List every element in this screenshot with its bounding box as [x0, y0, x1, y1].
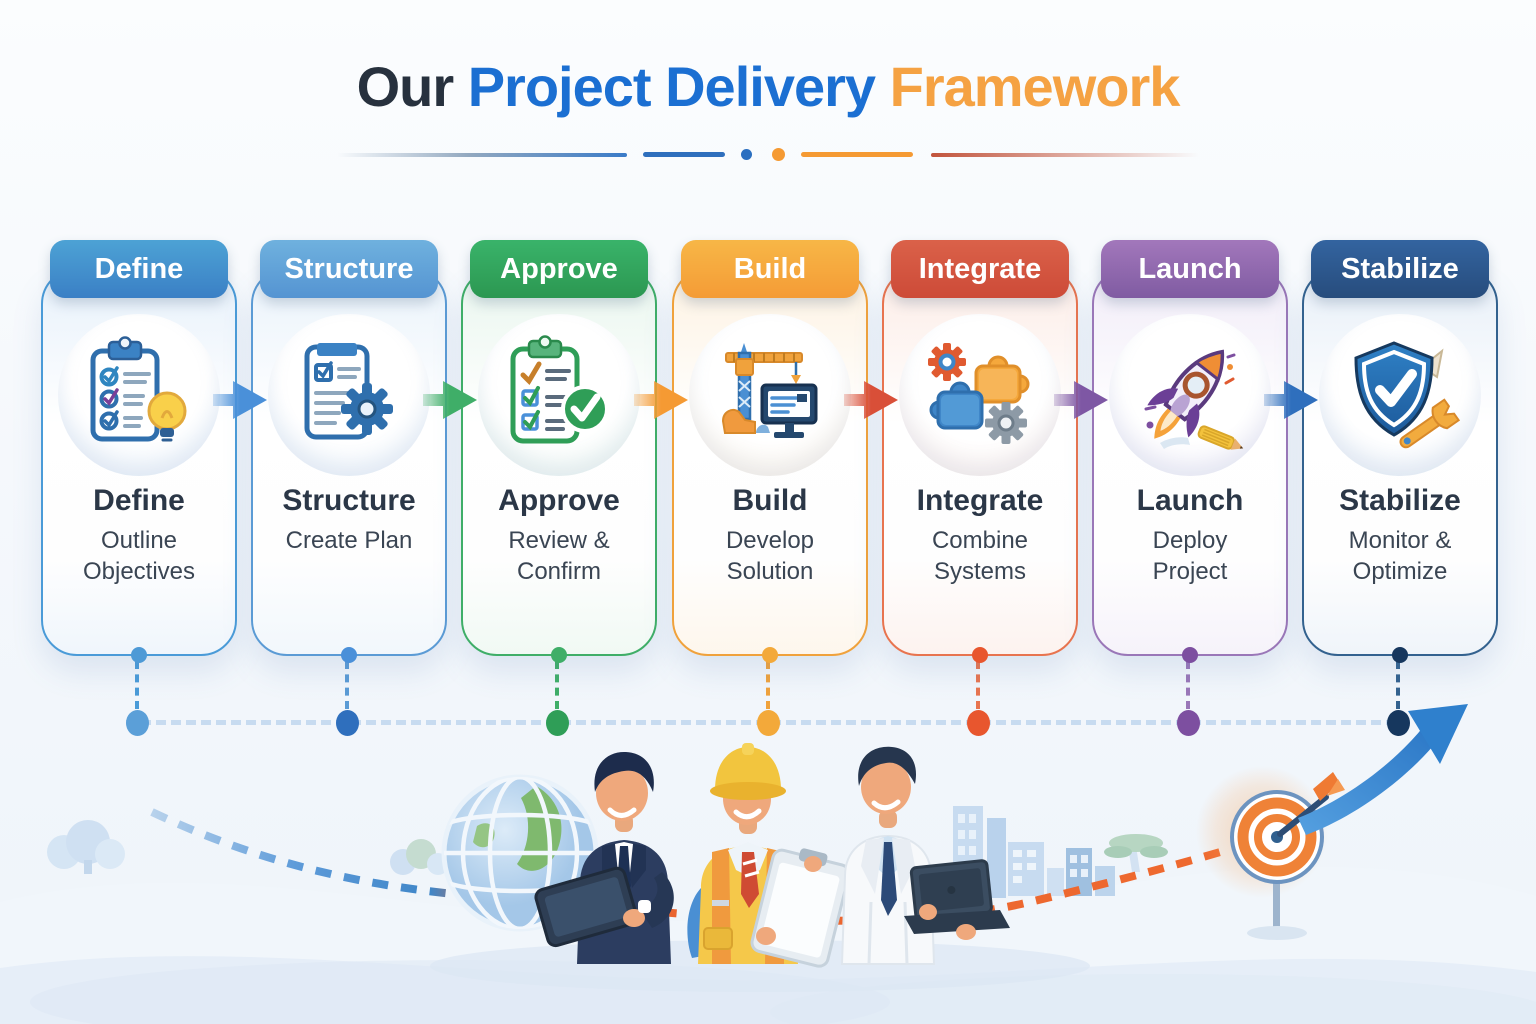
snow-hills: [0, 866, 1536, 1024]
stage-subtitle: Outline Objectives: [82, 527, 196, 585]
rocket-icon: [1109, 314, 1271, 476]
stage-connector-dot: [1392, 647, 1408, 663]
stage-subtitle: Create Plan: [285, 527, 413, 554]
stage-header-define: Define: [50, 240, 228, 298]
stage-connector-dot: [341, 647, 357, 663]
flow-arrow-icon: [1263, 372, 1323, 428]
scientist-with-laptop: [840, 746, 1010, 965]
stage-title: Stabilize: [1339, 484, 1461, 517]
stage-title: Structure: [282, 484, 416, 517]
title-emphasis: Project Delivery: [467, 55, 876, 118]
timeline-drop-line: [555, 661, 559, 709]
construction-worker-with-clipboard: [687, 743, 851, 968]
timeline-drop-line: [345, 661, 349, 709]
stage-title: Launch: [1136, 484, 1244, 517]
businessman-with-tablet: [534, 751, 674, 964]
stage-connector-dot: [972, 647, 988, 663]
stage-header-launch: Launch: [1101, 240, 1279, 298]
timeline-dot-build: [756, 710, 780, 736]
page-title: Our Project Delivery Framework: [0, 54, 1536, 119]
stage-header-build: Build: [681, 240, 859, 298]
stage-connector-dot: [762, 647, 778, 663]
stage-title: Integrate: [916, 484, 1044, 517]
timeline-dot-launch: [1176, 710, 1200, 736]
title-divider: [337, 148, 1199, 161]
timeline-dot-structure: [335, 710, 359, 736]
stage-title: Define: [93, 484, 185, 517]
timeline-drop-line: [135, 661, 139, 709]
divider-dot-orange: [772, 148, 785, 161]
divider-segment: [931, 152, 1199, 157]
stage-header-stabilize: Stabilize: [1311, 240, 1489, 298]
stage-connector-dot: [131, 647, 147, 663]
divider-segment: [801, 152, 913, 157]
stage-title: Build: [732, 484, 808, 517]
timeline-drop-line: [766, 661, 770, 709]
growth-arrow-icon: [1298, 704, 1468, 835]
stage-subtitle: Deploy Project: [1152, 527, 1228, 585]
title-prefix: Our: [356, 55, 455, 118]
crane-monitor-icon: [689, 314, 851, 476]
trees-bushes: [47, 820, 449, 875]
timeline-dot-approve: [545, 710, 569, 736]
flow-arrow-icon: [843, 372, 903, 428]
title-suffix: Framework: [889, 55, 1181, 118]
stage-header-approve: Approve: [470, 240, 648, 298]
timeline-drop-line: [976, 661, 980, 709]
timeline-dot-integrate: [966, 710, 990, 736]
timeline-dot-stabilize: [1386, 710, 1410, 736]
stage-subtitle: Develop Solution: [725, 527, 815, 585]
document-gear-icon: [268, 314, 430, 476]
flow-arrow-icon: [212, 372, 272, 428]
clipboard-checklist-lightbulb-icon: [58, 314, 220, 476]
timeline-drop-line: [1186, 661, 1190, 709]
puzzle-gears-icon: [899, 314, 1061, 476]
stage-title: Approve: [498, 484, 620, 517]
flow-arrow-icon: [1053, 372, 1113, 428]
divider-segment: [337, 152, 627, 157]
dashed-trajectory: [150, 808, 1268, 925]
target-with-dart-icon: [1196, 766, 1345, 940]
stage-subtitle: Review & Confirm: [508, 527, 610, 585]
divider-dot-blue: [741, 149, 752, 160]
stage-connector-dot: [1182, 647, 1198, 663]
flow-arrow-icon: [422, 372, 482, 428]
shield-check-wrench-icon: [1319, 314, 1481, 476]
flow-arrow-icon: [633, 372, 693, 428]
stage-header-structure: Structure: [260, 240, 438, 298]
timeline-drop-line: [1396, 661, 1400, 709]
clipboard-checkmark-icon: [478, 314, 640, 476]
timeline-dot-define: [125, 710, 149, 736]
stage-header-integrate: Integrate: [891, 240, 1069, 298]
bottom-scene-illustration: [0, 704, 1536, 1024]
stage-subtitle: Monitor & Optimize: [1348, 527, 1452, 585]
stage-connector-dot: [551, 647, 567, 663]
divider-segment: [643, 152, 725, 157]
stage-subtitle: Combine Systems: [931, 527, 1029, 585]
